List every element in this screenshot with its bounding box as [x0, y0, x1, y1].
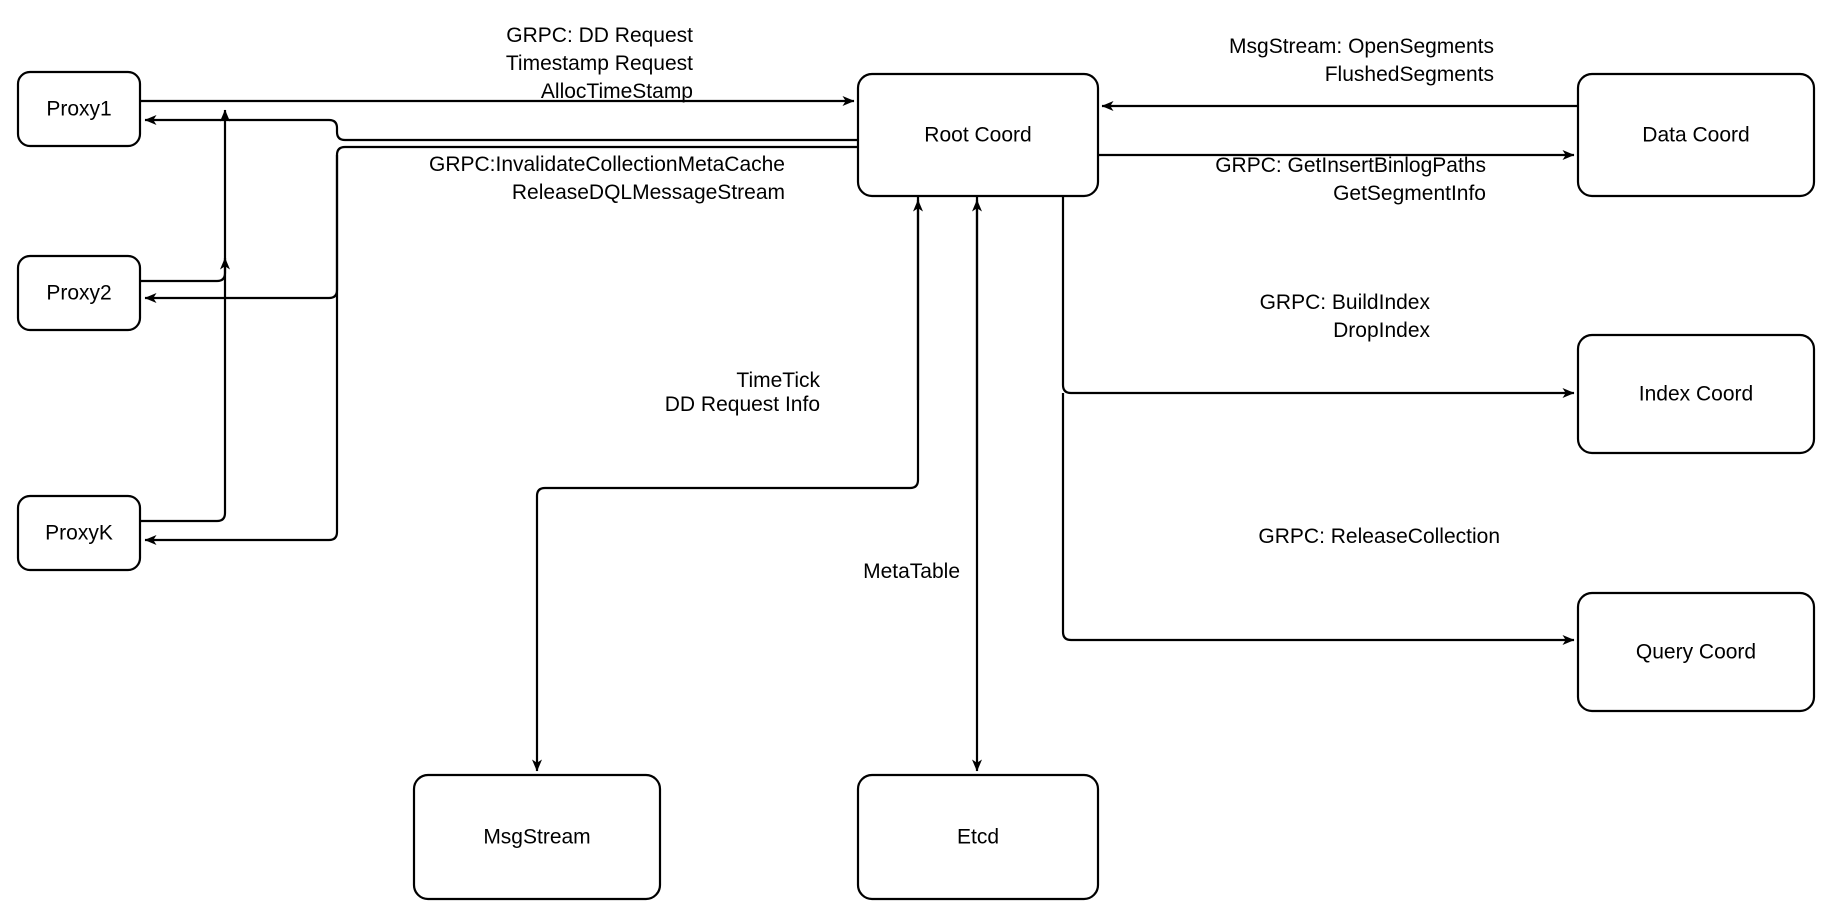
node-msgstream-label: MsgStream: [483, 826, 590, 849]
edge-label-root-to-msgstream: TimeTick DD Request Info: [665, 369, 821, 416]
edge-label-root-to-datacoord: GRPC: GetInsertBinlogPaths GetSegmentInf…: [1215, 154, 1486, 205]
node-rootcoord-label: Root Coord: [924, 124, 1031, 147]
node-etcd-rect[interactable]: [856, 773, 1100, 901]
edge-label-root-to-querycoord: GRPC: ReleaseCollection: [1258, 525, 1500, 548]
node-datacoord[interactable]: Data Coord: [1576, 72, 1816, 198]
node-rootcoord[interactable]: Root Coord: [856, 72, 1100, 198]
edge-label-proxy-to-root: GRPC: DD Request Timestamp Request Alloc…: [506, 24, 693, 103]
edge-label-line: Timestamp Request: [506, 52, 693, 75]
node-msgstream[interactable]: MsgStream: [412, 773, 662, 901]
edge-label-line: AllocTimeStamp: [541, 80, 693, 103]
edge-label-line: FlushedSegments: [1325, 63, 1494, 86]
edge-label-line: GetSegmentInfo: [1333, 182, 1486, 205]
node-proxy2-label: Proxy2: [46, 282, 111, 305]
node-proxy1[interactable]: Proxy1: [16, 70, 142, 148]
node-datacoord-rect[interactable]: [1576, 72, 1816, 198]
edge-label-line: MetaTable: [863, 560, 960, 583]
node-indexcoord[interactable]: Index Coord: [1576, 333, 1816, 455]
edge-label-line: TimeTick: [736, 369, 820, 392]
edges-layer: [140, 96, 1578, 772]
edge-proxyk-to-bus: [140, 109, 230, 523]
node-proxy2-rect[interactable]: [16, 254, 142, 332]
edge-rootcoord-to-querycoord: [1061, 631, 1575, 645]
edge-label-line: GRPC:InvalidateCollectionMetaCache: [429, 153, 785, 176]
edge-label-line: DropIndex: [1333, 319, 1430, 342]
node-indexcoord-label: Index Coord: [1639, 383, 1753, 406]
edge-label-line: ReleaseDQLMessageStream: [512, 181, 785, 204]
node-proxy2[interactable]: Proxy2: [16, 254, 142, 332]
edge-label-line: DD Request Info: [665, 393, 820, 416]
node-proxyk[interactable]: ProxyK: [16, 494, 142, 572]
edge-rootcoord-to-proxyk: [144, 155, 339, 545]
edge-label-line: GRPC: GetInsertBinlogPaths: [1215, 154, 1486, 177]
node-rootcoord-rect[interactable]: [856, 72, 1100, 198]
node-querycoord-label: Query Coord: [1636, 641, 1756, 664]
node-msgstream-rect[interactable]: [412, 773, 662, 901]
node-etcd-label: Etcd: [957, 826, 999, 849]
node-indexcoord-rect[interactable]: [1576, 333, 1816, 455]
edge-label-root-to-etcd: MetaTable: [863, 560, 960, 583]
node-proxyk-rect[interactable]: [16, 494, 142, 572]
node-proxyk-label: ProxyK: [45, 522, 113, 545]
edge-label-root-to-proxy: GRPC:InvalidateCollectionMetaCache Relea…: [429, 153, 785, 204]
node-querycoord-rect[interactable]: [1576, 591, 1816, 713]
nodes-layer: Proxy1 Proxy2 ProxyK Root Coord Data Coo…: [16, 70, 1816, 901]
edge-label-line: GRPC: BuildIndex: [1260, 291, 1431, 314]
node-datacoord-label: Data Coord: [1642, 124, 1749, 147]
edge-proxy2-to-bus: [140, 257, 230, 283]
edge-label-line: GRPC: ReleaseCollection: [1258, 525, 1500, 548]
edge-rootcoord-to-proxy1: [144, 115, 858, 142]
node-proxy1-label: Proxy1: [46, 98, 111, 121]
edge-label-datacoord-to-root: MsgStream: OpenSegments FlushedSegments: [1229, 35, 1494, 86]
edge-label-root-to-indexcoord: GRPC: BuildIndex DropIndex: [1260, 291, 1431, 342]
node-proxy1-rect[interactable]: [16, 70, 142, 148]
node-etcd[interactable]: Etcd: [856, 773, 1100, 901]
edge-label-line: MsgStream: OpenSegments: [1229, 35, 1494, 58]
edge-rootcoord-to-indexcoord: [1061, 384, 1575, 398]
edge-label-line: GRPC: DD Request: [506, 24, 693, 47]
edge-rootcoord-to-msgstream: [532, 196, 920, 772]
edge-labels-layer: GRPC: DD Request Timestamp Request Alloc…: [429, 24, 1500, 583]
node-querycoord[interactable]: Query Coord: [1576, 591, 1816, 713]
